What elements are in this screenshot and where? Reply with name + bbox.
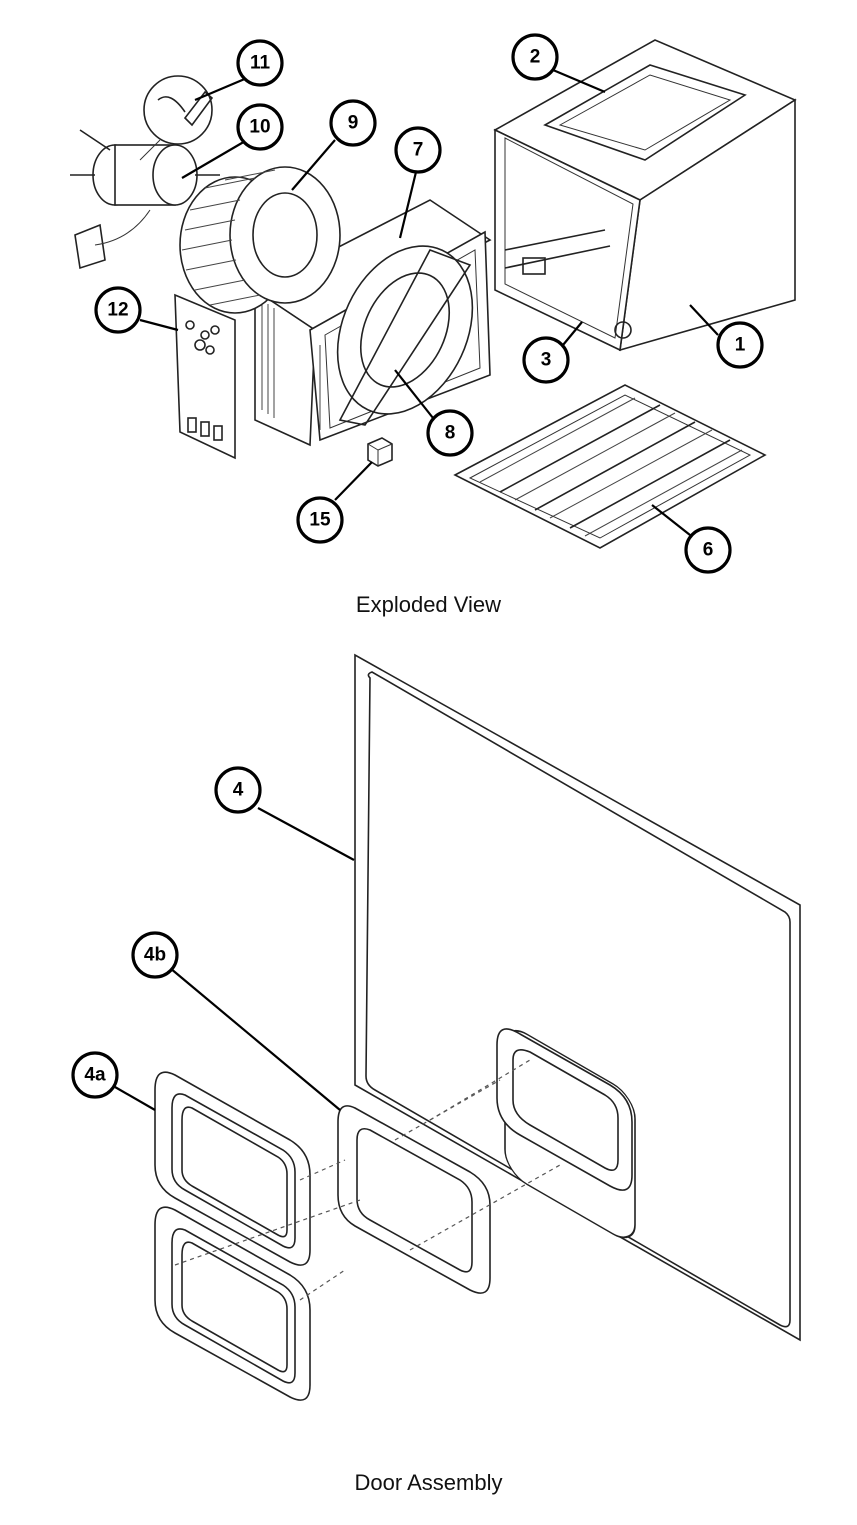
capacitor-part bbox=[139, 75, 214, 161]
svg-text:6: 6 bbox=[703, 540, 714, 561]
callout-9: 9 bbox=[329, 99, 377, 147]
svg-text:2: 2 bbox=[530, 47, 541, 68]
callout-4a: 4a bbox=[71, 1051, 119, 1099]
svg-text:4: 4 bbox=[233, 780, 244, 801]
cabinet-part bbox=[493, 39, 797, 352]
callout-4: 4 bbox=[214, 766, 262, 814]
filter-part bbox=[453, 384, 767, 549]
exploded-view-caption: Exploded View bbox=[355, 592, 502, 617]
svg-text:9: 9 bbox=[348, 113, 359, 134]
door-opening-part bbox=[496, 1028, 633, 1191]
callout-11: 11 bbox=[236, 39, 284, 87]
callout-7: 7 bbox=[394, 126, 442, 174]
svg-text:12: 12 bbox=[107, 300, 128, 321]
svg-text:4b: 4b bbox=[144, 945, 166, 966]
callout-6: 6 bbox=[684, 526, 732, 574]
blower-wheel-part bbox=[179, 166, 341, 314]
callout-8: 8 bbox=[426, 409, 474, 457]
callout-12: 12 bbox=[94, 286, 142, 334]
svg-text:11: 11 bbox=[250, 53, 271, 74]
control-board-part bbox=[174, 293, 236, 460]
callout-15: 15 bbox=[296, 496, 344, 544]
callout-4b: 4b bbox=[131, 931, 179, 979]
cutoff-plate-part bbox=[336, 245, 474, 426]
svg-text:8: 8 bbox=[445, 423, 456, 444]
callout-1: 1 bbox=[716, 321, 764, 369]
trim-frame-part bbox=[154, 1071, 311, 1401]
svg-text:15: 15 bbox=[309, 510, 331, 531]
svg-text:3: 3 bbox=[541, 350, 552, 371]
relay-block-part bbox=[367, 437, 393, 467]
door-assembly-caption: Door Assembly bbox=[354, 1470, 503, 1495]
svg-text:4a: 4a bbox=[84, 1065, 106, 1086]
callout-10: 10 bbox=[236, 103, 284, 151]
callout-3: 3 bbox=[522, 336, 570, 384]
svg-text:7: 7 bbox=[413, 140, 424, 161]
callout-2: 2 bbox=[511, 33, 559, 81]
blower-motor-part bbox=[70, 129, 220, 270]
svg-text:1: 1 bbox=[735, 335, 746, 356]
gasket-part bbox=[337, 1105, 491, 1294]
svg-text:10: 10 bbox=[249, 117, 270, 138]
